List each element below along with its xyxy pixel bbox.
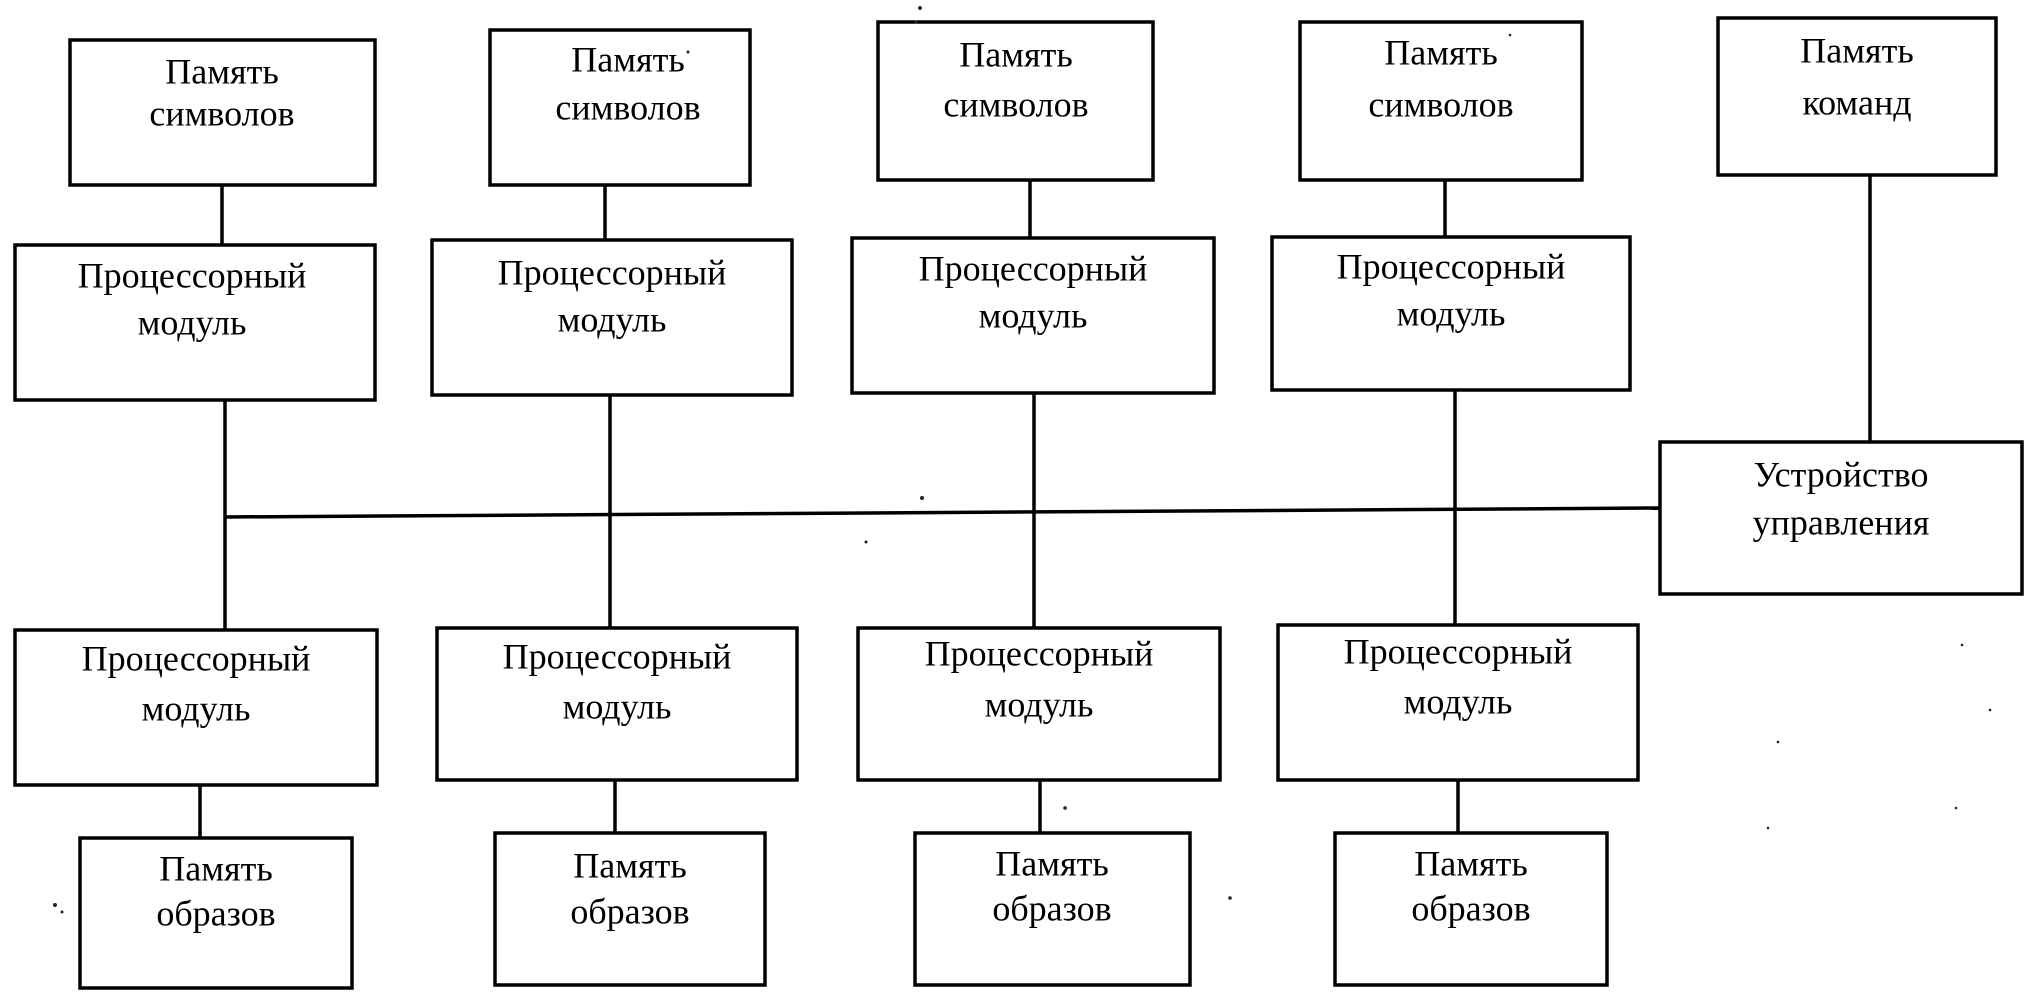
symbol-memory-2-line1: Память xyxy=(571,39,684,79)
processor-module-box-3: Процессорный модуль xyxy=(850,236,1216,395)
control-bus xyxy=(224,506,1661,519)
processor-module-2-line2: модуль xyxy=(558,299,667,339)
symbol-memory-4-line2: символов xyxy=(1368,84,1513,124)
symbol-memory-box-1: Память символов xyxy=(68,38,377,187)
symbol-memory-3-line1: Память xyxy=(959,34,1072,74)
image-memory-1-line2: образов xyxy=(156,893,275,933)
processor-module-6-line2: модуль xyxy=(563,686,672,726)
image-memory-2-line1: Память xyxy=(573,845,686,885)
command-memory-box: Память команд xyxy=(1716,16,1998,177)
processor-module-4-line1: Процессорный xyxy=(1337,246,1566,286)
processor-module-5-line1: Процессорный xyxy=(82,638,311,678)
processor-module-4-line2: модуль xyxy=(1397,293,1506,333)
image-memory-4-line1: Память xyxy=(1414,843,1527,883)
image-memory-3-line1: Память xyxy=(995,843,1108,883)
command-memory-line1: Память xyxy=(1800,30,1913,70)
processor-module-1-line1: Процессорный xyxy=(78,255,307,295)
image-memory-box-2: Память образов xyxy=(493,831,767,987)
processor-module-7-line2: модуль xyxy=(985,684,1094,724)
image-memory-3-line2: образов xyxy=(992,888,1111,928)
symbol-memory-3-line2: символов xyxy=(943,84,1088,124)
symbol-memory-1-line1: Память xyxy=(165,51,278,91)
symbol-memory-box-2: Память символов xyxy=(488,28,752,187)
image-memory-box-1: Память образов xyxy=(78,836,354,990)
control-unit-line1: Устройство xyxy=(1753,454,1928,494)
symbol-memory-4-line1: Память xyxy=(1384,32,1497,72)
symbol-memory-2-line2: символов xyxy=(555,87,700,127)
image-memory-4-line2: образов xyxy=(1411,888,1530,928)
scan-noise xyxy=(53,6,1992,914)
processor-module-box-5: Процессорный модуль xyxy=(13,628,379,787)
control-unit-line2: управления xyxy=(1753,502,1930,542)
image-memory-box-4: Память образов xyxy=(1333,831,1609,987)
processor-module-3-line1: Процессорный xyxy=(919,248,1148,288)
image-memory-2-line2: образов xyxy=(570,891,689,931)
processor-module-7-line1: Процессорный xyxy=(925,633,1154,673)
processor-module-box-6: Процессорный модуль xyxy=(435,626,799,782)
symbol-memory-box-3: Память символов xyxy=(876,20,1155,182)
command-memory-line2: команд xyxy=(1802,82,1911,122)
symbol-memory-1-line2: символов xyxy=(149,93,294,133)
processor-module-3-line2: модуль xyxy=(979,295,1088,335)
processor-module-5-line2: модуль xyxy=(142,688,251,728)
processor-module-8-line1: Процессорный xyxy=(1344,631,1573,671)
processor-module-box-1: Процессорный модуль xyxy=(13,243,377,402)
processor-module-box-2: Процессорный модуль xyxy=(430,238,794,397)
image-memory-box-3: Память образов xyxy=(913,831,1192,987)
processor-module-box-4: Процессорный модуль xyxy=(1270,235,1632,392)
processor-module-1-line2: модуль xyxy=(138,302,247,342)
image-memory-1-line1: Память xyxy=(159,848,272,888)
control-unit-box: Устройство управления xyxy=(1658,440,2024,596)
processor-module-8-line2: модуль xyxy=(1404,681,1513,721)
processor-module-box-8: Процессорный модуль xyxy=(1276,623,1640,782)
processor-module-6-line1: Процессорный xyxy=(503,636,732,676)
processor-module-2-line1: Процессорный xyxy=(498,252,727,292)
connectors xyxy=(198,175,1872,838)
symbol-memory-box-4: Память символов xyxy=(1298,20,1584,182)
processor-module-box-7: Процессорный модуль xyxy=(856,626,1222,782)
